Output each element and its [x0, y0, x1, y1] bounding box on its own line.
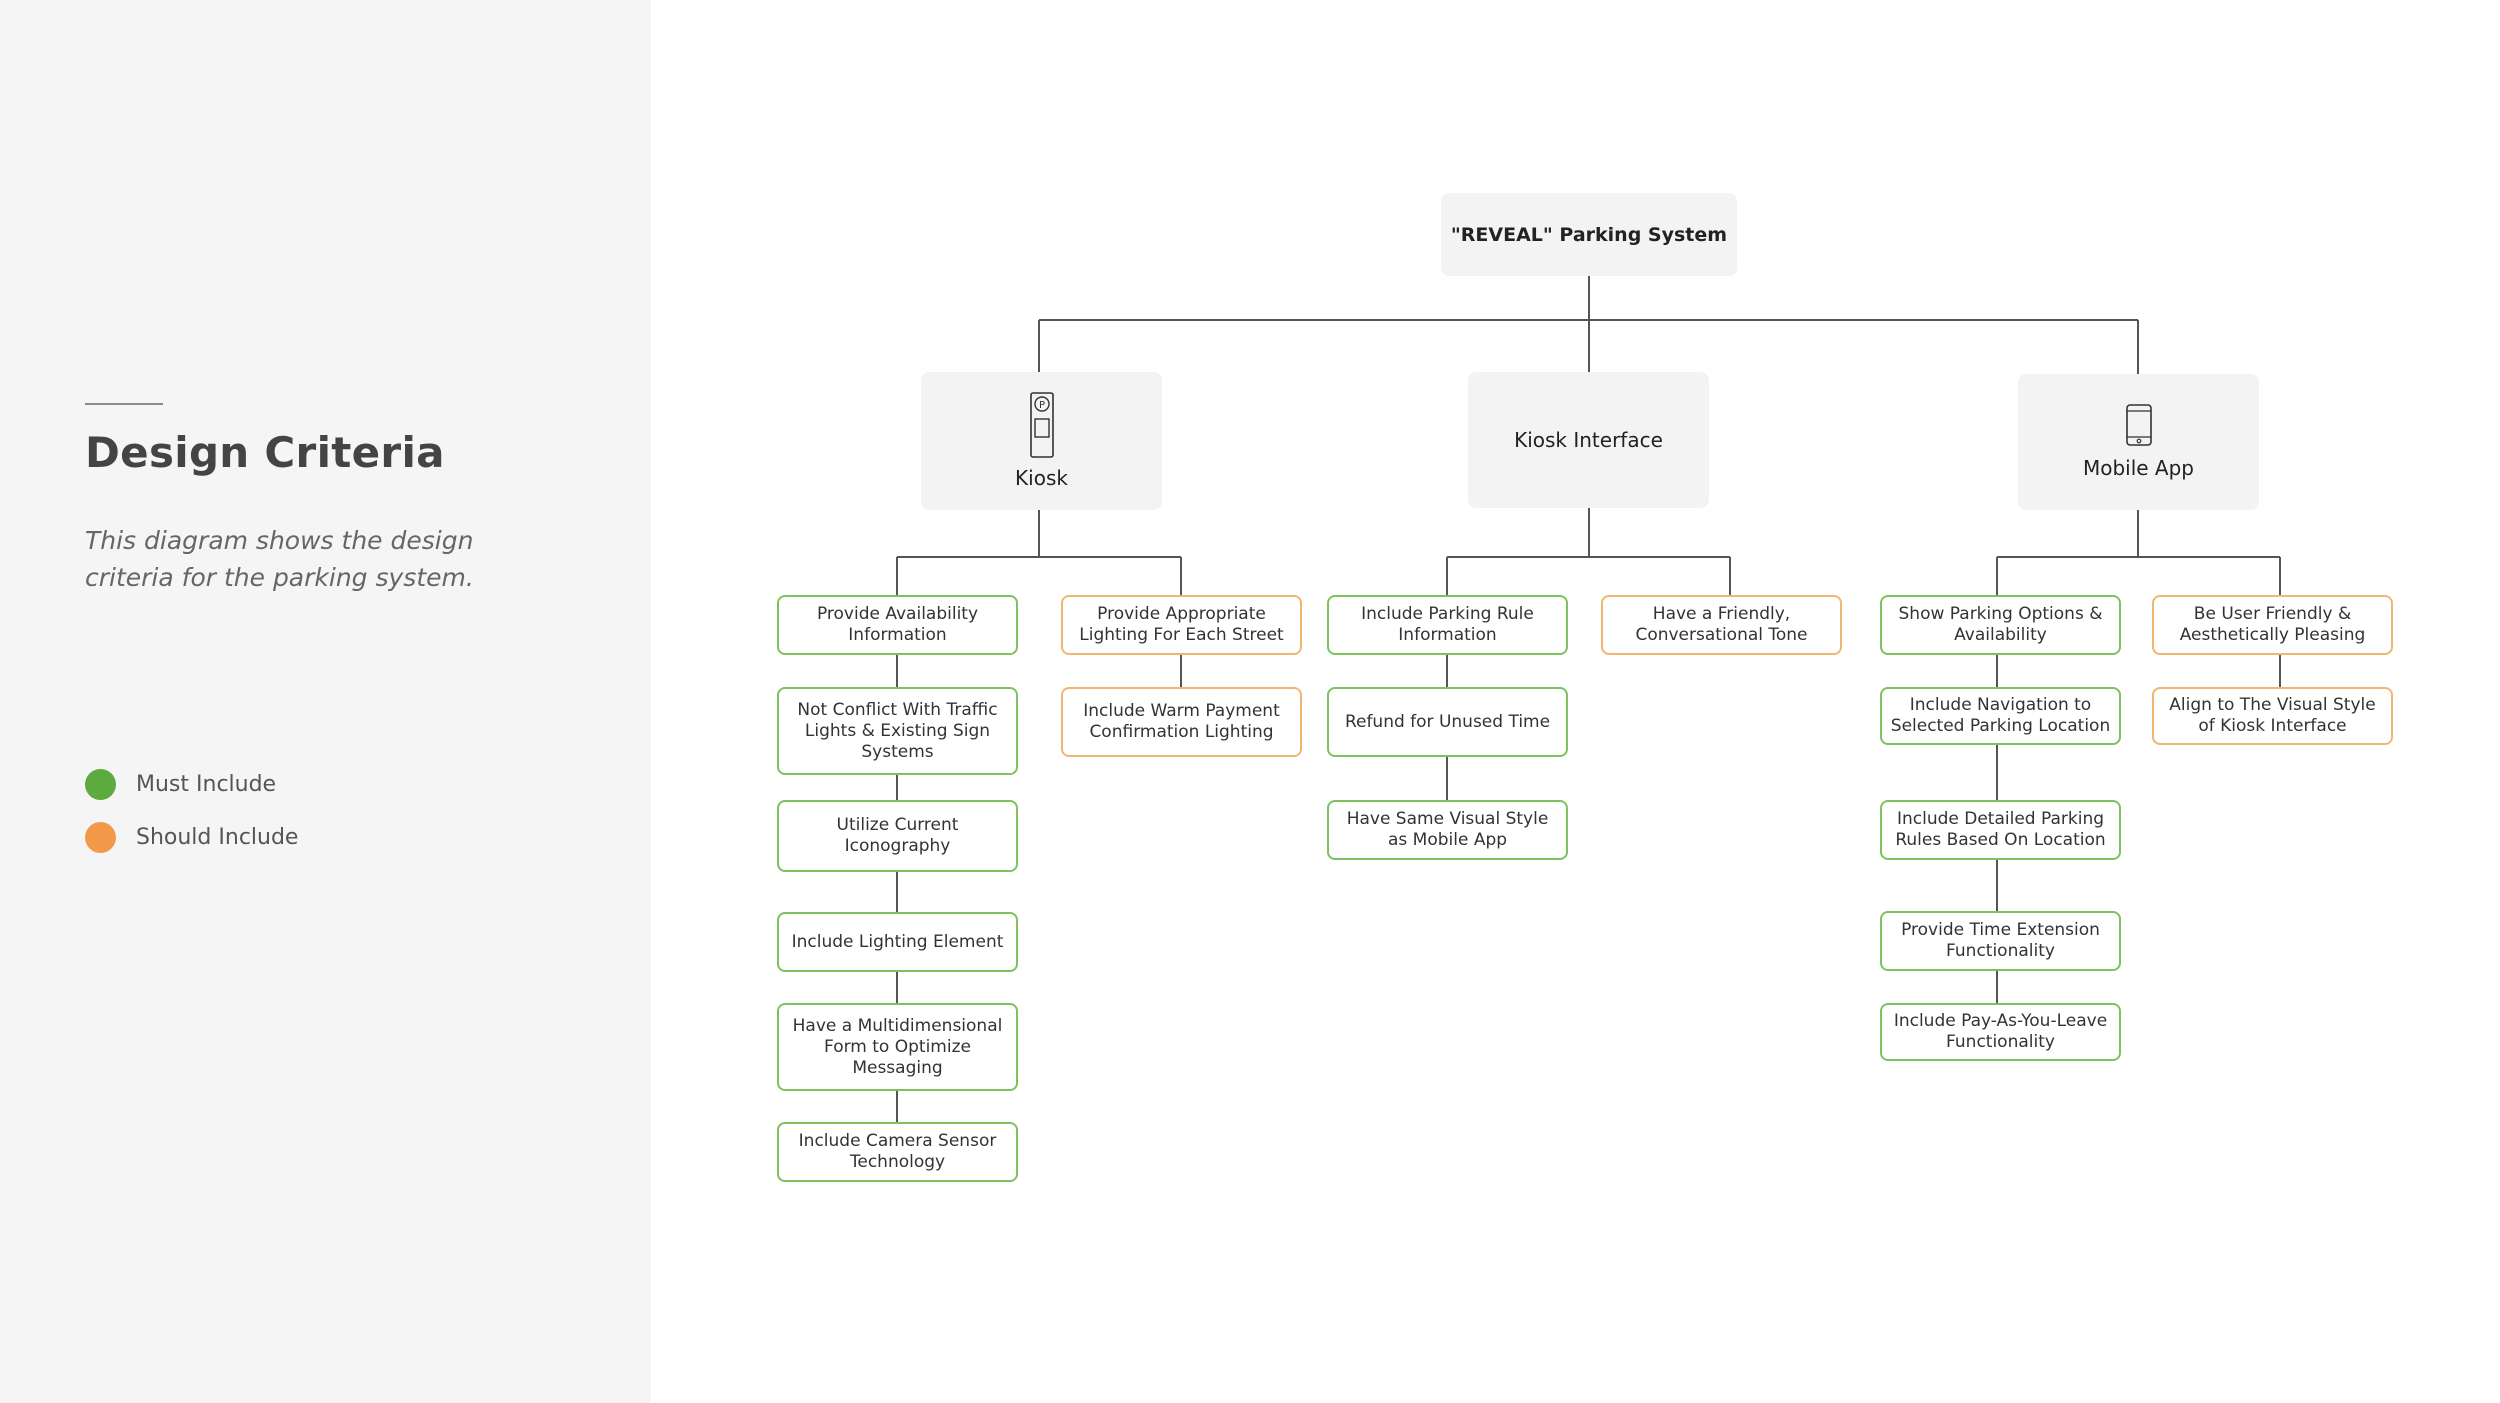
- legend-label: Should Include: [136, 825, 299, 850]
- criteria-node-must: Refund for Unused Time: [1327, 687, 1568, 757]
- legend-label: Must Include: [136, 772, 277, 797]
- criteria-node-must: Include Parking Rule Information: [1327, 595, 1568, 655]
- orange-dot-icon: [85, 822, 116, 853]
- criteria-node-should: Align to The Visual Style of Kiosk Inter…: [2152, 687, 2393, 745]
- title-rule: [85, 403, 163, 405]
- svg-text:P: P: [1038, 400, 1044, 411]
- criteria-node-must: Include Pay-As-You-Leave Functionality: [1880, 1003, 2121, 1061]
- criteria-node-should: Have a Friendly, Conversational Tone: [1601, 595, 1842, 655]
- criteria-node-must: Include Lighting Element: [777, 912, 1018, 972]
- category-label: Kiosk: [1015, 466, 1068, 490]
- legend-should-include: Should Include: [85, 822, 298, 853]
- smartphone-icon: [2125, 404, 2152, 446]
- criteria-node-must: Have Same Visual Style as Mobile App: [1327, 800, 1568, 860]
- category-kiosk: P Kiosk: [921, 372, 1162, 510]
- criteria-node-must: Include Navigation to Selected Parking L…: [1880, 687, 2121, 745]
- category-label: Mobile App: [2082, 456, 2195, 480]
- criteria-node-should: Be User Friendly & Aesthetically Pleasin…: [2152, 595, 2393, 655]
- category-mobile-app: Mobile App: [2018, 374, 2259, 510]
- criteria-node-must: Not Conflict With Traffic Lights & Exist…: [777, 687, 1018, 775]
- parking-kiosk-icon: P: [1029, 392, 1054, 458]
- root-label: "REVEAL" Parking System: [1450, 223, 1728, 246]
- page-title: Design Criteria: [85, 428, 445, 477]
- category-kiosk-interface: Kiosk Interface: [1468, 372, 1709, 508]
- sidebar: Design Criteria This diagram shows the d…: [0, 0, 651, 1403]
- criteria-node-must: Utilize Current Iconography: [777, 800, 1018, 872]
- criteria-node-must: Show Parking Options & Availability: [1880, 595, 2121, 655]
- criteria-node-must: Have a Multidimensional Form to Optimize…: [777, 1003, 1018, 1091]
- criteria-node-should: Provide Appropriate Lighting For Each St…: [1061, 595, 1302, 655]
- green-dot-icon: [85, 769, 116, 800]
- page-subtitle: This diagram shows the design criteria f…: [85, 526, 474, 592]
- criteria-node-must: Provide Time Extension Functionality: [1880, 911, 2121, 971]
- category-label: Kiosk Interface: [1514, 428, 1663, 452]
- criteria-node-should: Include Warm Payment Confirmation Lighti…: [1061, 687, 1302, 757]
- criteria-node-must: Include Camera Sensor Technology: [777, 1122, 1018, 1182]
- criteria-node-must: Include Detailed Parking Rules Based On …: [1880, 800, 2121, 860]
- root-node: "REVEAL" Parking System: [1441, 193, 1737, 276]
- legend-must-include: Must Include: [85, 769, 276, 800]
- criteria-node-must: Provide Availability Information: [777, 595, 1018, 655]
